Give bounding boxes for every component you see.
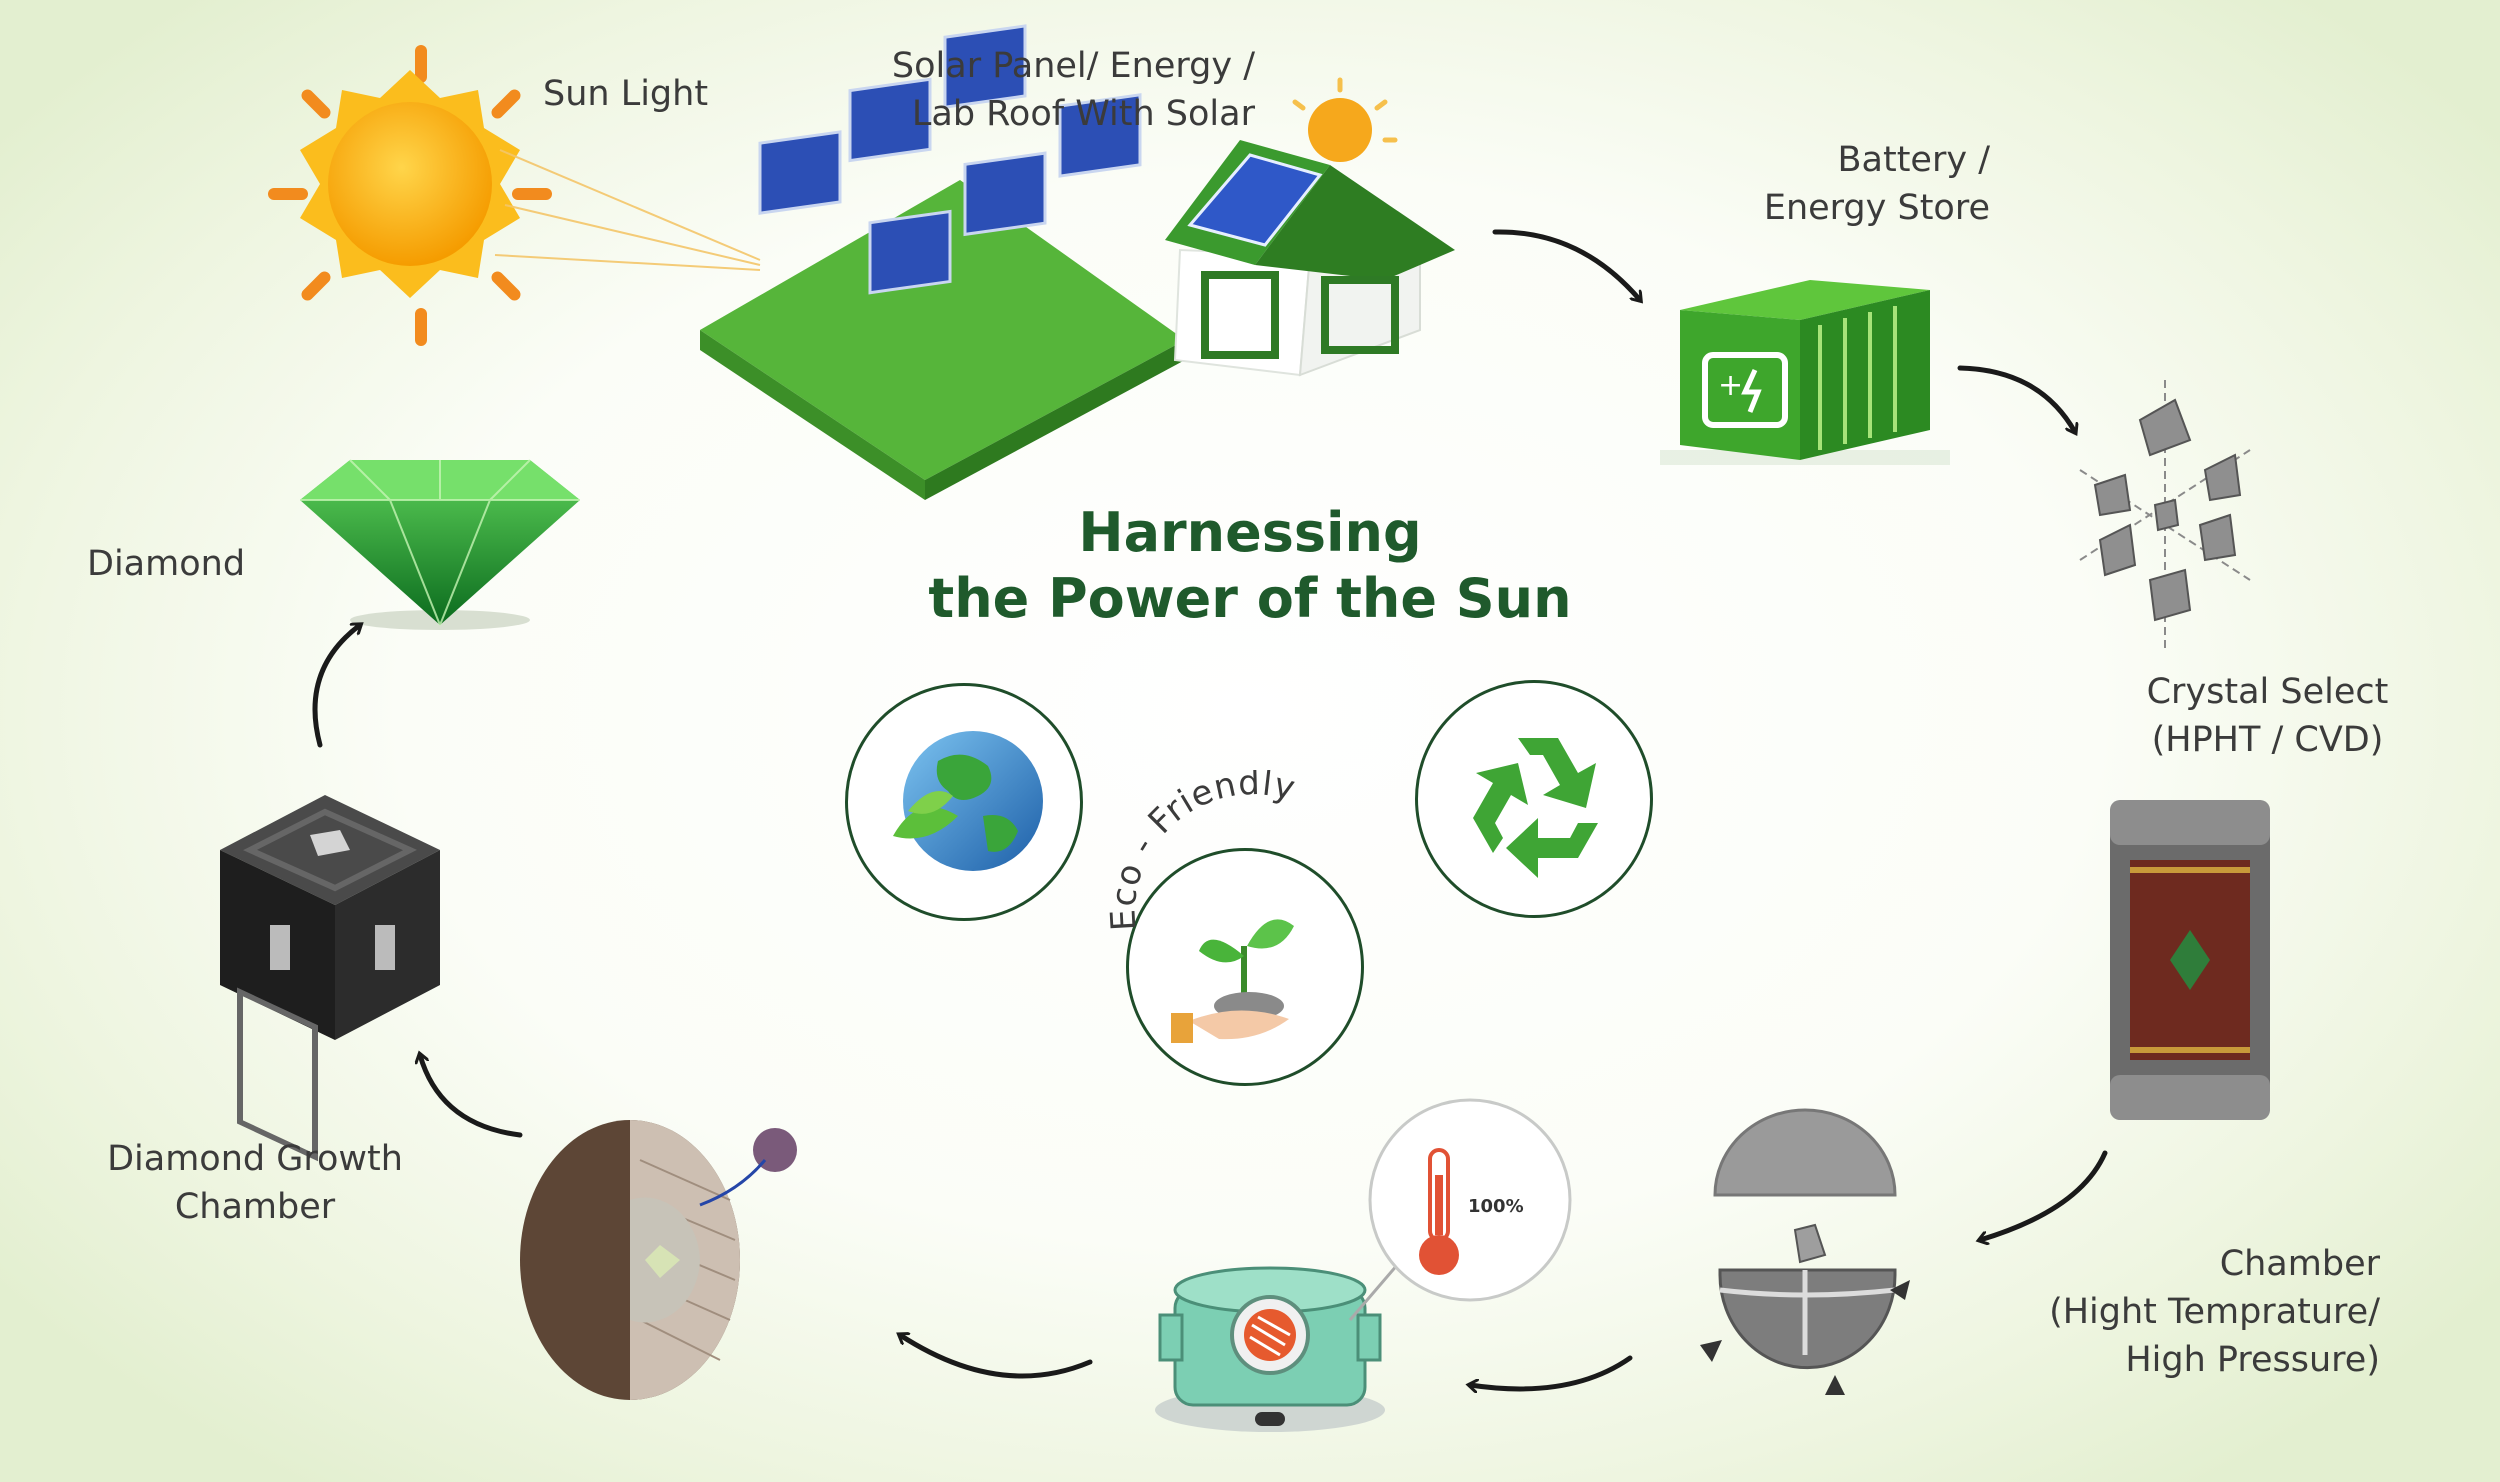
- plant-hand-icon: [1171, 919, 1294, 1043]
- eco-friendly-arc-label: Eco - Friendly: [1103, 770, 1300, 932]
- gauge-value-label: 100%: [1468, 1196, 1524, 1217]
- label-battery: Battery / Energy Store: [1763, 140, 1990, 228]
- press-chamber-icon: [1700, 1108, 1910, 1395]
- hpht-press-icon: [2110, 800, 2270, 1120]
- diamond-icon: [300, 459, 580, 630]
- recycle-icon: [1473, 738, 1598, 878]
- label-diamond: Diamond: [87, 544, 246, 584]
- recycle-ring: [1415, 680, 1653, 918]
- arrow-heater-to-growth: [900, 1335, 1093, 1379]
- flow-arrows: [312, 229, 2108, 1389]
- label-solar-panel: Solar Panel/ Energy / Lab Roof With Sola…: [891, 46, 1255, 134]
- label-chamber: Chamber (Hight Temprature/ High Pressure…: [2049, 1244, 2380, 1380]
- growth-cube-icon: [220, 795, 440, 1162]
- globe-icon: [893, 731, 1043, 871]
- solar-farm-house-icon: [700, 24, 1455, 500]
- globe-ring: [845, 683, 1083, 921]
- growth-chamber-sphere-icon: [520, 1120, 797, 1400]
- diagram-title: Harnessing the Power of the Sun: [850, 500, 1650, 632]
- arrow-battery-to-crystal: [1957, 365, 2075, 432]
- arrow-solar-to-battery: [1492, 229, 1640, 300]
- heating-unit-icon: 100%: [1155, 1098, 1572, 1432]
- title-line-2: the Power of the Sun: [928, 567, 1572, 630]
- eco-friendly-ring: [1126, 848, 1364, 1086]
- title-line-1: Harnessing: [1078, 501, 1422, 564]
- svg-text:Eco - Friendly: Eco - Friendly: [1103, 770, 1300, 932]
- svg-text:+: +: [1718, 368, 1743, 403]
- arrow-press-to-chamber: [1980, 1150, 2108, 1240]
- eco-friendly-label: Eco - Friendly: [1103, 770, 1299, 932]
- sun-icon: [268, 45, 761, 346]
- crystal-seeds-icon: [2079, 380, 2251, 650]
- label-crystal-select: Crystal Select (HPHT / CVD): [2146, 672, 2389, 760]
- battery-icon: +: [1660, 280, 1950, 465]
- label-sun-light: Sun Light: [543, 74, 709, 114]
- arrow-growth-to-cube: [420, 1055, 523, 1138]
- arrow-cube-to-diamond: [312, 625, 360, 748]
- arrow-chamber-to-heater: [1470, 1355, 1633, 1389]
- label-diamond-growth-chamber: Diamond Growth Chamber: [107, 1139, 403, 1227]
